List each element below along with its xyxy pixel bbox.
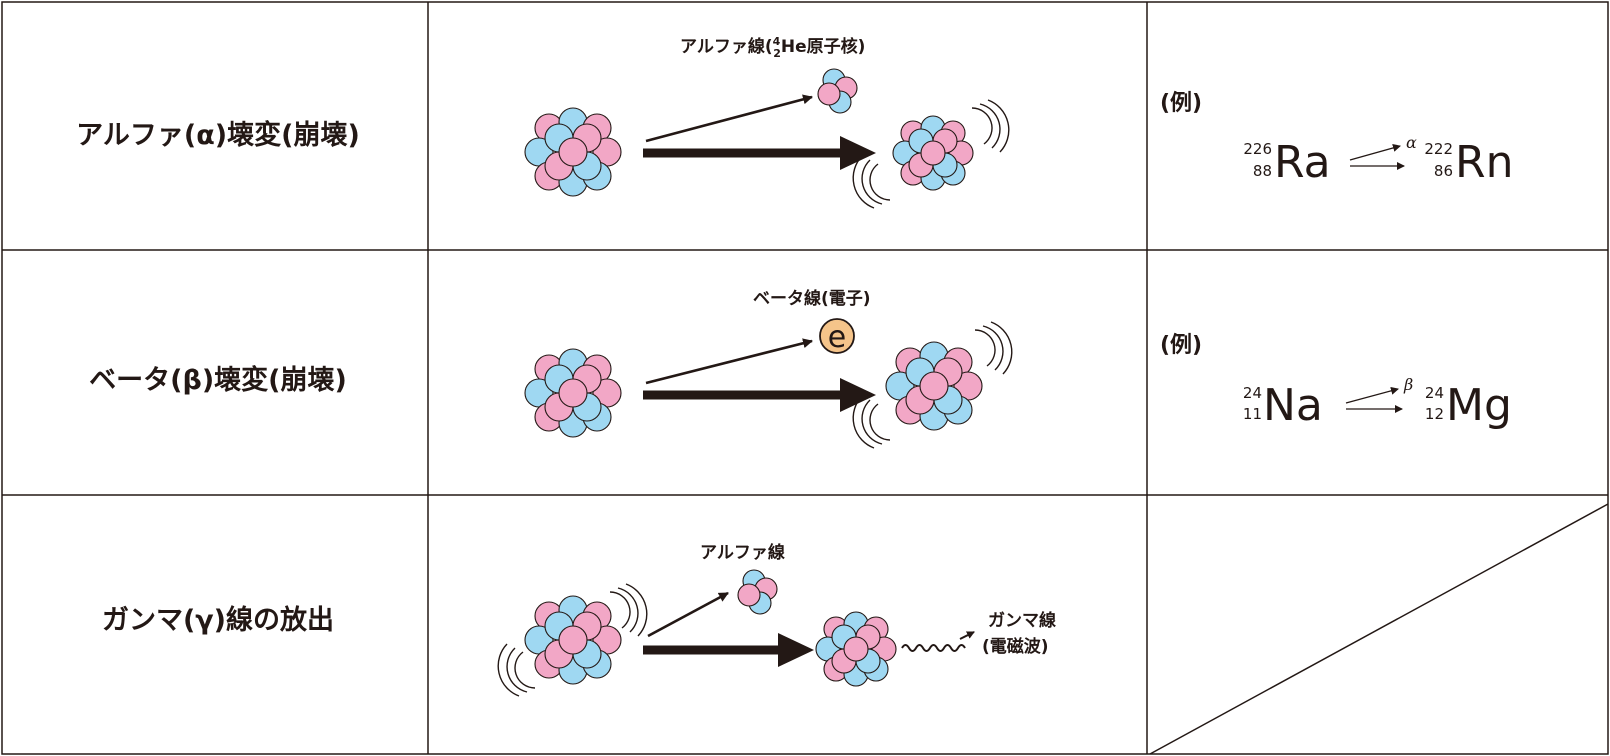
decay-particle: α <box>1406 133 1417 152</box>
empty-cell-diagonal <box>1149 503 1609 755</box>
nucleus-icon <box>524 595 622 685</box>
alpha-particle-icon <box>817 68 858 114</box>
daughter-symbol: Mg <box>1446 380 1512 431</box>
row-beta-name: ベータ(β)壊変(崩壊) <box>89 364 347 396</box>
daughter-number: 12 <box>1425 405 1444 423</box>
daughter-number: 86 <box>1434 162 1453 180</box>
vibration-icon <box>852 395 891 449</box>
gamma-alpha-label: アルファ線 <box>700 542 785 563</box>
gamma-ray-label: ガンマ線 <box>988 610 1056 631</box>
row-beta-diagram: e <box>524 318 1013 449</box>
row-beta-example-label: (例) <box>1160 333 1202 358</box>
daughter-symbol: Rn <box>1455 137 1513 188</box>
daughter-nucleus-icon <box>885 341 983 431</box>
decay-arrow-head <box>778 633 814 667</box>
beta-emission-arrow <box>645 338 813 385</box>
row-gamma-name: ガンマ(γ)線の放出 <box>102 604 334 636</box>
decay-particle: β <box>1403 375 1413 394</box>
alpha-particle-icon <box>737 569 778 615</box>
parent-mass: 24 <box>1243 384 1262 402</box>
daughter-mass: 24 <box>1425 384 1444 402</box>
nucleus-icon <box>524 107 622 197</box>
svg-text:e: e <box>828 320 846 355</box>
gamma-wave-icon <box>901 631 975 652</box>
decay-arrow-head <box>840 136 876 170</box>
row-alpha-diagram <box>524 68 1010 209</box>
gamma-ray-sublabel: (電磁波) <box>982 636 1049 657</box>
parent-symbol: Ra <box>1274 137 1331 188</box>
daughter-nucleus-icon <box>892 115 974 191</box>
row-alpha-example-label: (例) <box>1160 91 1202 116</box>
alpha-emission-arrow <box>647 591 729 638</box>
row-alpha-equation: 226 88 Ra α 222 86 Rn <box>1243 133 1513 188</box>
decay-arrow-head <box>840 378 876 412</box>
nucleus-icon <box>524 348 622 438</box>
vibration-icon <box>852 155 891 209</box>
daughter-mass: 222 <box>1424 140 1453 158</box>
parent-number: 88 <box>1253 162 1272 180</box>
vibration-icon <box>971 99 1010 153</box>
parent-symbol: Na <box>1263 380 1323 431</box>
beta-emission-label: ベータ線(電子) <box>753 288 871 309</box>
parent-mass: 226 <box>1243 140 1272 158</box>
alpha-emission-arrow <box>645 94 813 143</box>
row-alpha-name: アルファ(α)壊変(崩壊) <box>76 119 360 151</box>
row-gamma-diagram <box>497 569 975 697</box>
vibration-icon <box>609 583 648 637</box>
parent-number: 11 <box>1243 405 1262 423</box>
daughter-nucleus-icon <box>815 611 897 687</box>
vibration-icon <box>974 321 1013 375</box>
vibration-icon <box>497 643 536 697</box>
electron-icon: e <box>819 318 855 355</box>
row-beta-equation: 24 11 Na β 24 12 Mg <box>1243 375 1512 431</box>
